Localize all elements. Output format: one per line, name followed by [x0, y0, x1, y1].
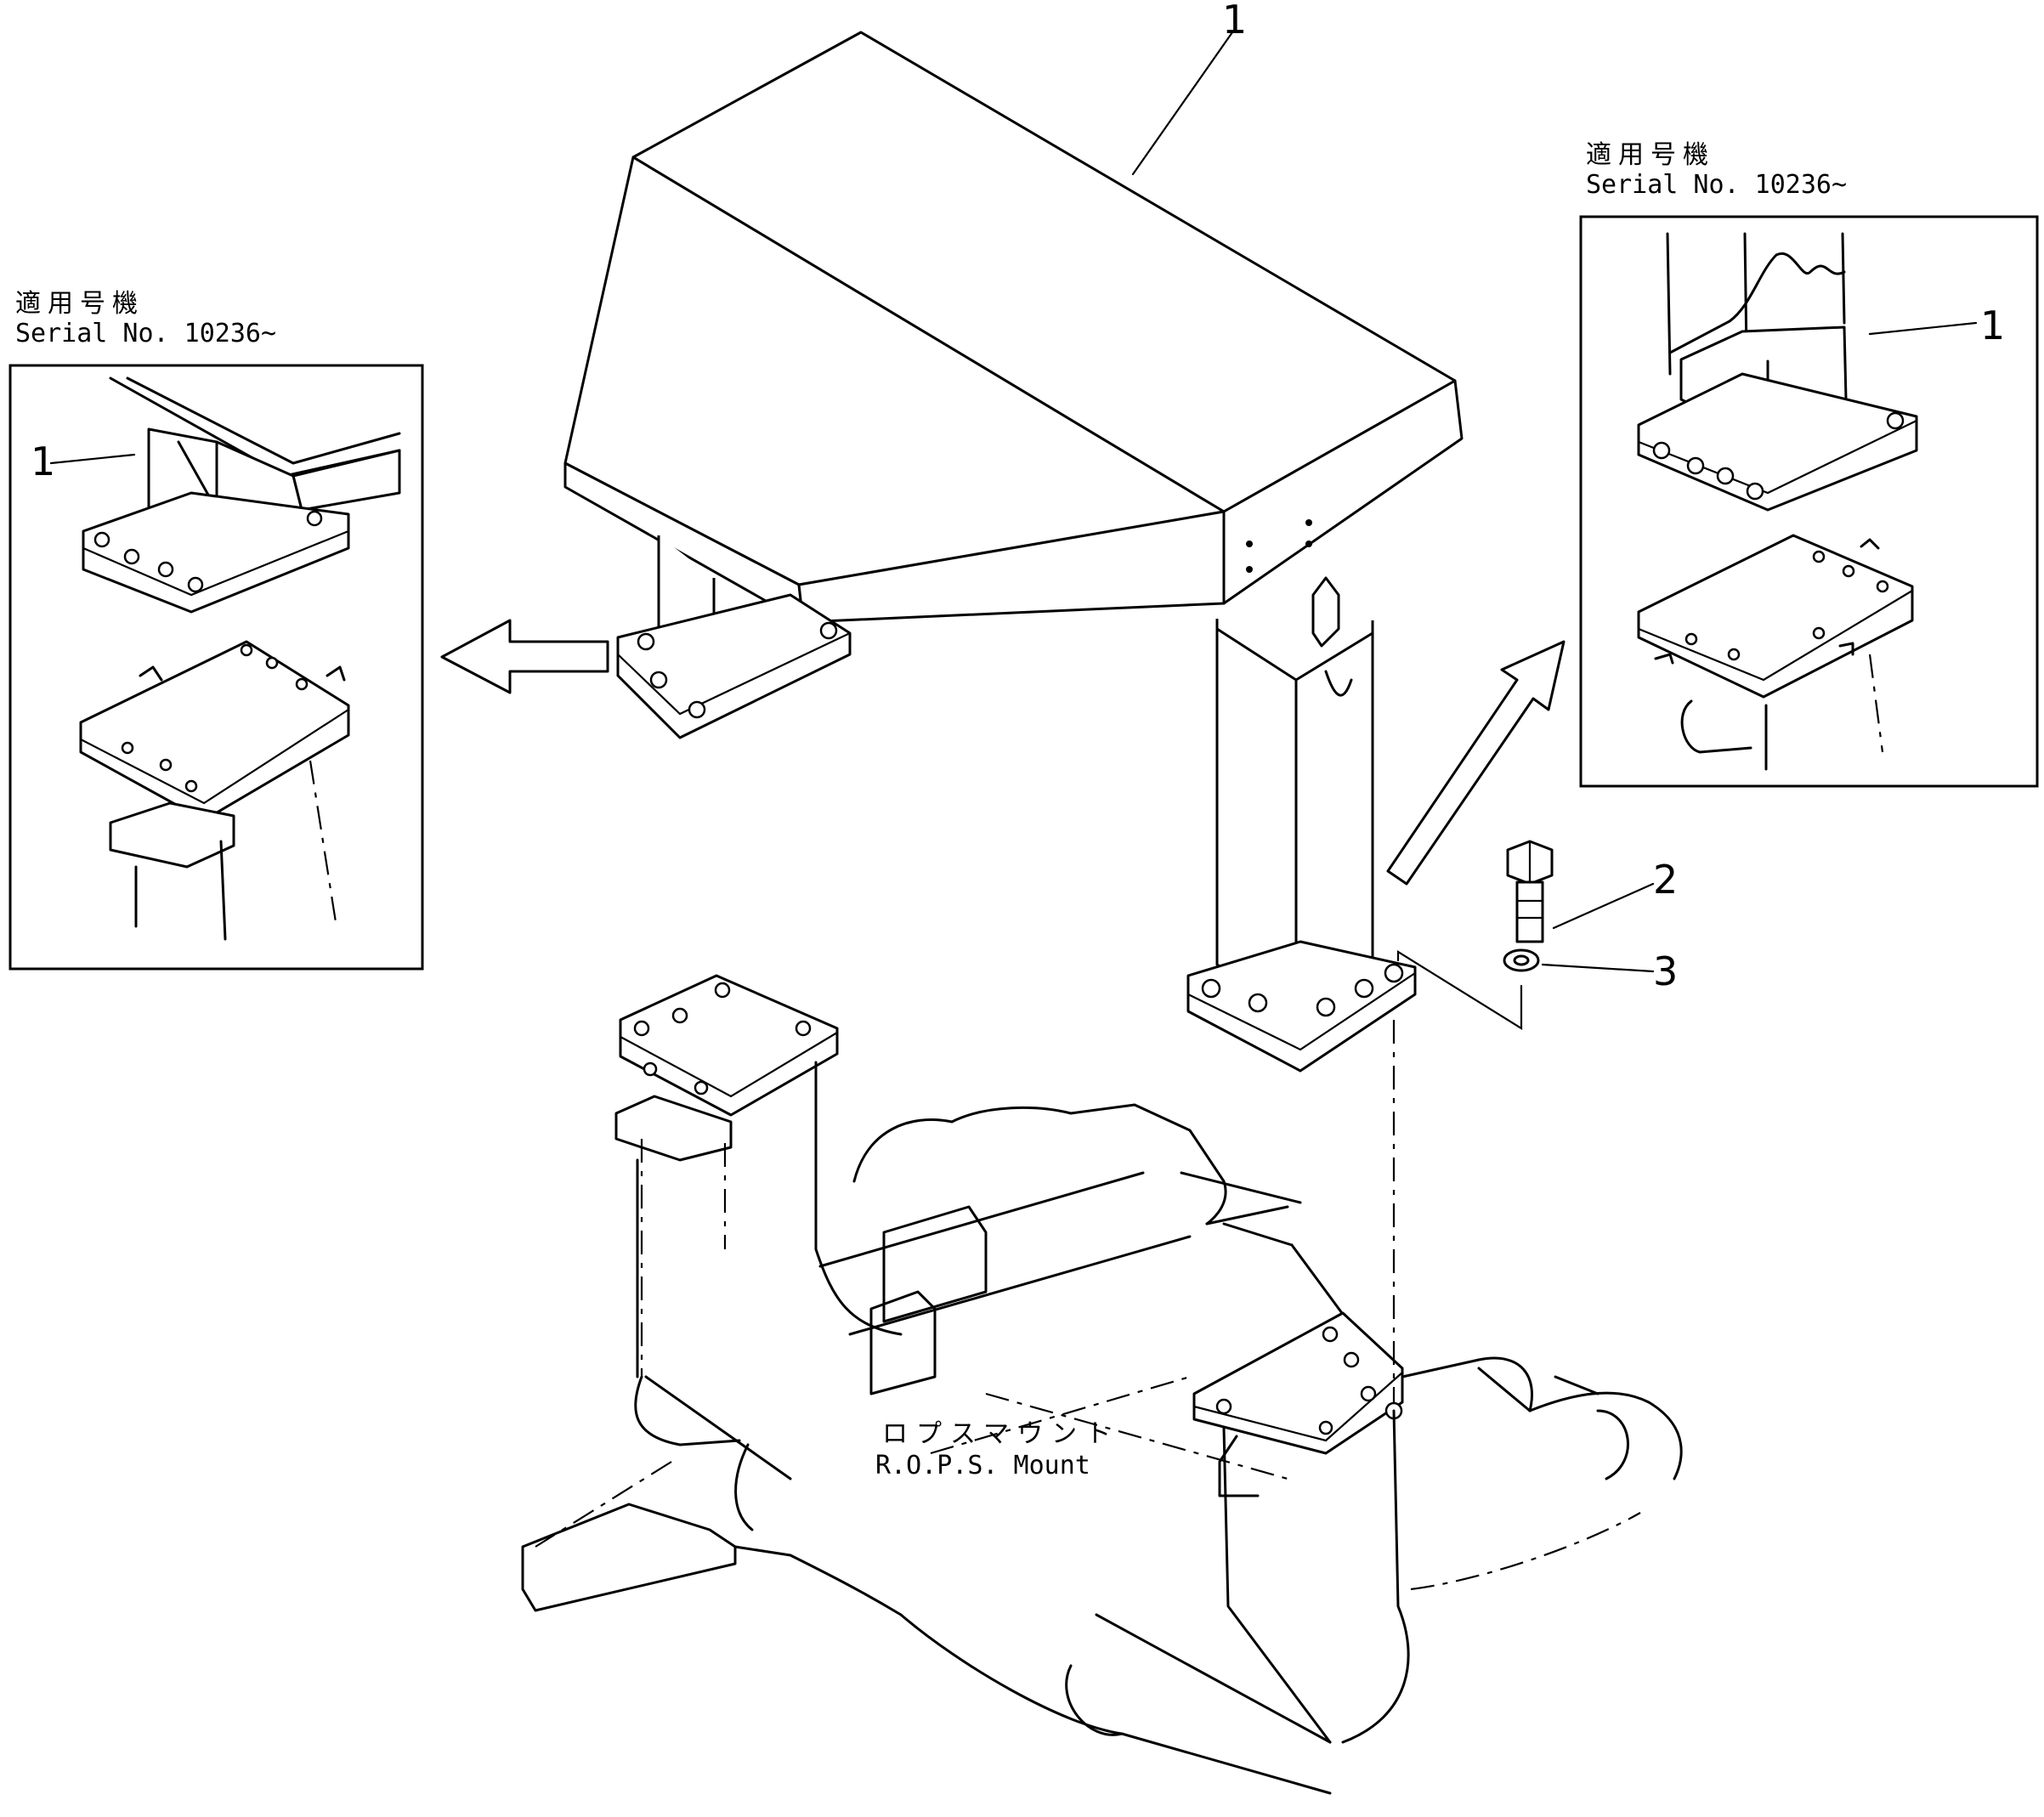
callout-1-left-detail: 1	[31, 439, 56, 484]
right-detail-view	[1579, 215, 2039, 788]
callout-3-washer: 3	[1653, 948, 1679, 994]
arrow-to-left-detail	[440, 619, 609, 694]
bolt	[1506, 840, 1655, 943]
callout-2-bolt: 2	[1653, 857, 1679, 903]
right-detail-serial-label: Serial No. 10236~	[1586, 170, 1848, 200]
right-detail-applicable-label: 適用号機	[1586, 140, 1715, 170]
arrow-to-right-detail	[1386, 640, 1566, 886]
left-detail-view	[8, 364, 424, 971]
right-post	[1186, 576, 1417, 1073]
callout-1-leader	[1131, 31, 1234, 176]
canopy-roof	[563, 31, 1464, 624]
mount-label-jp: ロプスマウント	[882, 1419, 1120, 1449]
left-detail-applicable-label: 適用号機	[15, 289, 144, 319]
washer	[1396, 948, 1655, 1030]
left-detail-serial-label: Serial No. 10236~	[15, 319, 277, 348]
callout-1-right-detail: 1	[1980, 303, 2006, 348]
roof-bolt-holes	[1246, 519, 1312, 573]
left-post	[616, 535, 852, 739]
rops-mount-frame	[521, 974, 1683, 1795]
mount-label-en: R.O.P.S. Mount	[875, 1451, 1090, 1480]
callout-1-main: 1	[1222, 0, 1248, 42]
